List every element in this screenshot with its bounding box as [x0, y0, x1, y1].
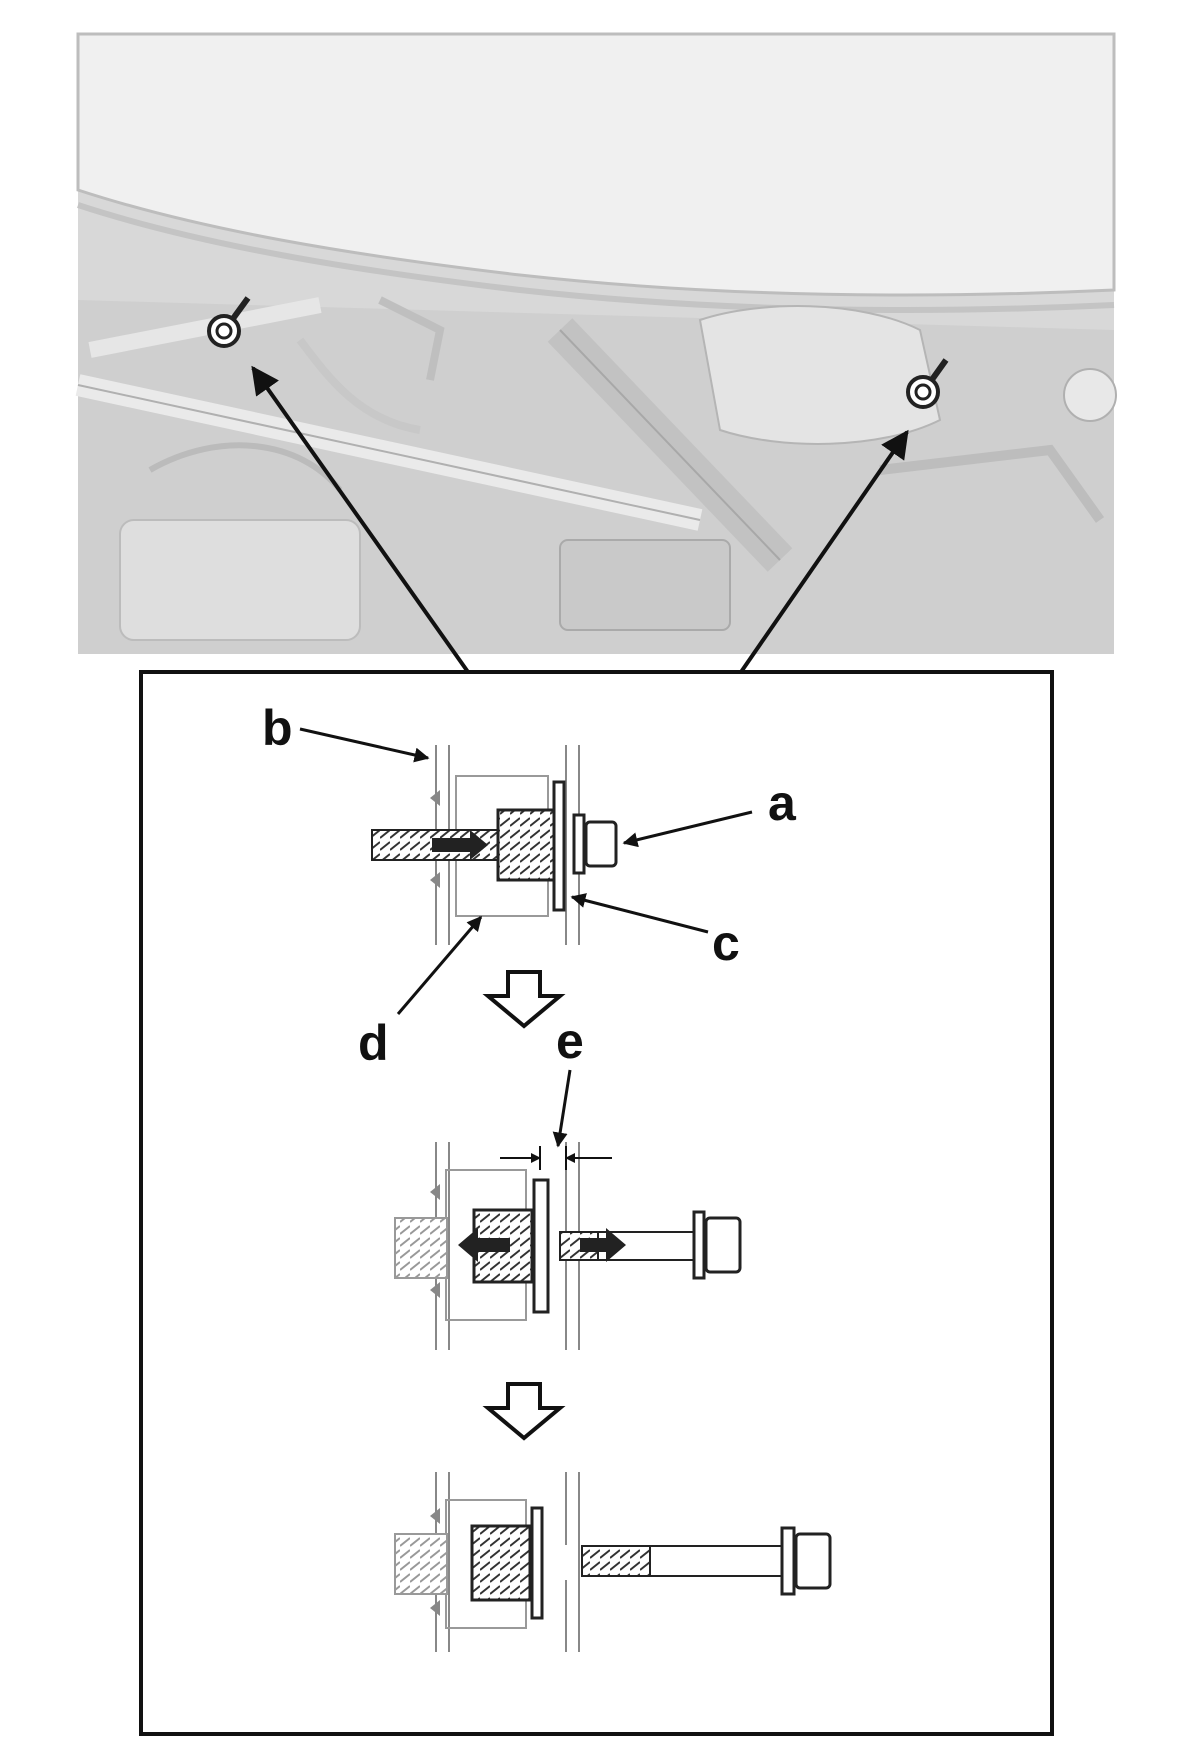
callout-e: e: [556, 1013, 584, 1069]
leader-arrow-icon: [552, 1069, 572, 1148]
engine-bay-photo: [75, 32, 1117, 654]
step-2-diagram: [394, 1142, 742, 1350]
callout-b: b: [262, 700, 293, 756]
leader-arrow-icon: [570, 893, 709, 934]
bolt-icon: [906, 358, 949, 409]
clearance-dimension: [500, 1146, 612, 1170]
step-down-arrow-icon: [482, 1382, 566, 1441]
leader-arrow-icon: [251, 365, 470, 674]
callout-a: a: [768, 775, 797, 831]
callout-d: d: [358, 1015, 389, 1071]
leader-arrow-icon: [622, 810, 753, 848]
leader-arrow-icon: [739, 429, 909, 674]
step-1-diagram: [371, 745, 618, 945]
callout-c: c: [712, 915, 740, 971]
step-down-arrow-icon: [482, 970, 566, 1029]
leader-arrow-icon: [299, 727, 430, 763]
step-3-diagram: [394, 1472, 832, 1652]
leader-arrow-icon: [396, 915, 483, 1015]
bolt-icon: [207, 296, 251, 348]
